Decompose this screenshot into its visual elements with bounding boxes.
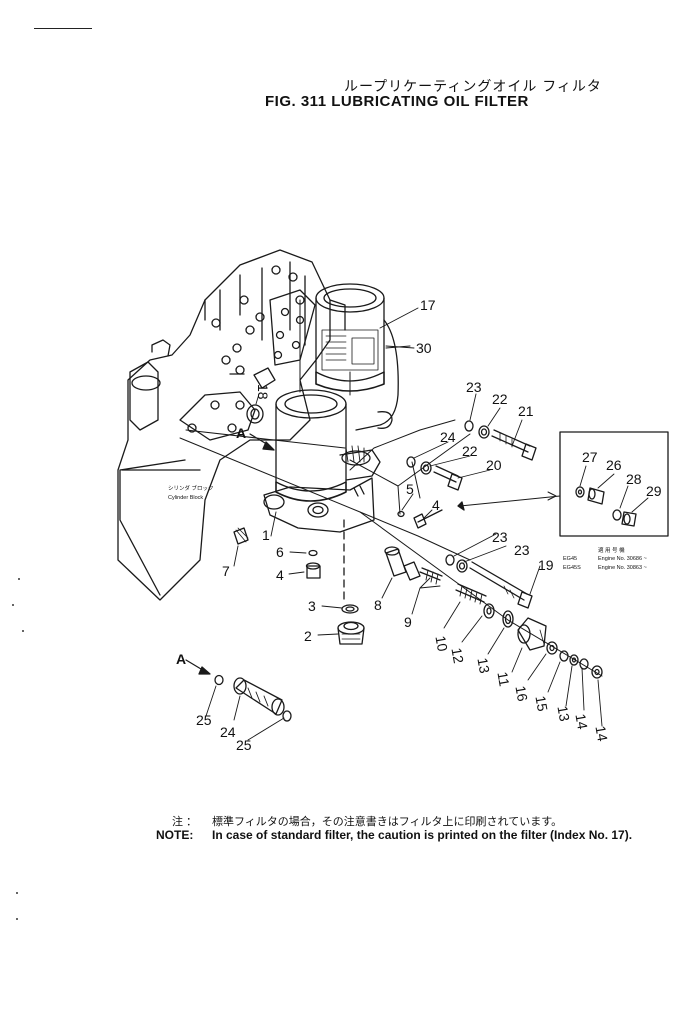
japanese-note-body: 標準フィルタの場合，その注意書きはフィルタ上に印刷されています。 — [212, 816, 563, 828]
callout-9: 10 — [432, 634, 450, 652]
scan-speck — [22, 630, 24, 632]
english-note-body: In case of standard filter, the caution … — [212, 828, 633, 842]
callout-18: 18 — [255, 384, 271, 400]
callout-13-a: 13 — [554, 704, 572, 722]
callout-11: 12 — [448, 646, 466, 664]
callout-5-upper: 5 — [406, 481, 414, 497]
inset-model-2: EG45S — [563, 565, 581, 571]
callout-24: 24 — [220, 724, 236, 740]
inset-box — [457, 431, 669, 537]
view-a-arrow — [249, 433, 275, 451]
view-a-marker-bottom: A — [176, 651, 186, 667]
japanese-note-lead: 注 ： — [172, 816, 198, 828]
callout-4-lower: 4 — [276, 567, 284, 583]
callout-23-c: 23 — [492, 529, 508, 545]
view-a-marker-top: A — [236, 425, 246, 441]
callout-5-lower: 6 — [276, 544, 284, 560]
callout-2: 2 — [304, 628, 312, 644]
callout-16: 16 — [512, 684, 530, 702]
english-note-lead: NOTE: — [156, 828, 194, 842]
callout-6: 7 — [222, 563, 230, 579]
callout-12: 13 — [474, 656, 492, 674]
callout-27: 27 — [582, 449, 598, 465]
callout-3: 3 — [308, 598, 316, 614]
callout-23-a: 23 — [466, 379, 482, 395]
scan-speck — [12, 604, 14, 606]
scan-speck — [16, 892, 18, 894]
callout-21: 21 — [518, 403, 534, 419]
japanese-note: 注 ： 標準フィルタの場合，その注意書きはフィルタ上に印刷されています。 — [172, 813, 562, 829]
small-parts — [233, 345, 603, 679]
callout-8: 9 — [404, 614, 412, 630]
inset-model-1: EG45 — [563, 556, 577, 562]
callout-30: 30 — [416, 340, 432, 356]
top-left-rule — [34, 28, 92, 29]
callout-23-b: 24 — [440, 429, 456, 445]
cylinder-block-en-label: Cylinder Block — [168, 495, 203, 501]
bypass-element-24 — [185, 659, 292, 722]
assembly-axes — [179, 299, 603, 677]
inset-heading: 適 用 号 機 — [598, 546, 625, 554]
callout-28: 28 — [626, 471, 642, 487]
callout-25-a: 25 — [196, 712, 212, 728]
cylinder-block — [117, 249, 346, 601]
callout-20: 20 — [486, 457, 502, 473]
callout-10: 11 — [494, 670, 512, 687]
callout-7: 8 — [374, 597, 382, 613]
inset-engine-1: Engine No. 30686 ~ — [598, 556, 647, 562]
callout-14: 14 — [572, 712, 590, 730]
callout-17: 17 — [420, 297, 436, 313]
callout-13-b: 14 — [592, 724, 610, 742]
filter-cartridge-17 — [315, 283, 399, 431]
callout-22-a: 22 — [492, 391, 508, 407]
callout-22-b: 22 — [462, 443, 478, 459]
callout-26: 26 — [606, 457, 622, 473]
scan-speck — [18, 578, 20, 580]
callout-numbers: 17 30 18 23 22 21 24 22 20 5 4 1 6 4 7 3… — [196, 297, 662, 753]
callout-29: 29 — [646, 483, 662, 499]
callout-22-c: 23 — [514, 542, 530, 558]
cylinder-block-jp-label: シリンダ ブロック — [168, 484, 214, 492]
callout-15: 15 — [532, 694, 550, 712]
japanese-title: ループリケーティングオイル フィルタ — [344, 78, 602, 94]
callout-19: 19 — [538, 557, 554, 573]
callout-25-b: 25 — [236, 737, 252, 753]
figure-title: FIG. 311 LUBRICATING OIL FILTER — [265, 93, 529, 110]
inset-engine-2: Engine No. 30863 ~ — [598, 565, 647, 571]
leader-lines — [205, 307, 649, 741]
callout-1: 1 — [262, 527, 270, 543]
scan-speck — [16, 918, 18, 920]
callout-4-upper: 4 — [432, 497, 440, 513]
filter-assembly-1 — [263, 389, 381, 601]
english-note: NOTE: In case of standard filter, the cau… — [156, 828, 632, 842]
